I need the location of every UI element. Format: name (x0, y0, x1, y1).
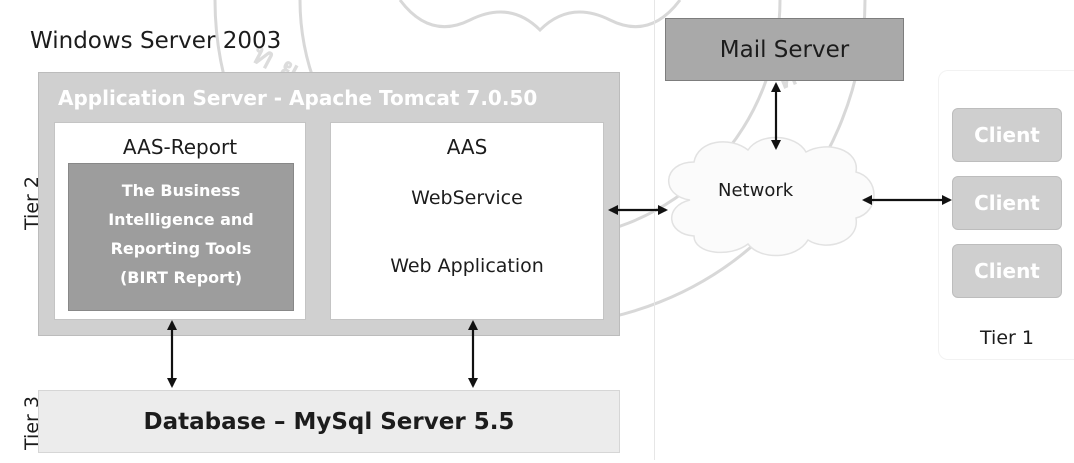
tier-1-label: Tier 1 (980, 327, 1034, 349)
client-box-1: Client (952, 108, 1062, 162)
birt-line-4: (BIRT Report) (119, 268, 242, 287)
birt-report-box: The Business Intelligence and Reporting … (68, 163, 294, 311)
webservice-label: WebService (411, 187, 523, 209)
birt-line-2: Intelligence and (108, 210, 254, 229)
aas-title: AAS (446, 135, 488, 159)
birt-line-1: The Business (121, 181, 241, 200)
database-box: Database – MySql Server 5.5 (38, 390, 620, 453)
aas-panel (330, 122, 604, 320)
birt-line-3: Reporting Tools (110, 239, 252, 258)
aas-report-title: AAS-Report (122, 135, 238, 159)
client-box-3: Client (952, 244, 1062, 298)
network-label: Network (718, 180, 794, 201)
section-divider (654, 0, 655, 460)
os-title: Windows Server 2003 (30, 28, 282, 54)
application-server-title: Application Server - Apache Tomcat 7.0.5… (58, 86, 538, 110)
client-box-2: Client (952, 176, 1062, 230)
web-application-label: Web Application (390, 255, 544, 277)
mail-server-box: Mail Server (665, 18, 904, 81)
